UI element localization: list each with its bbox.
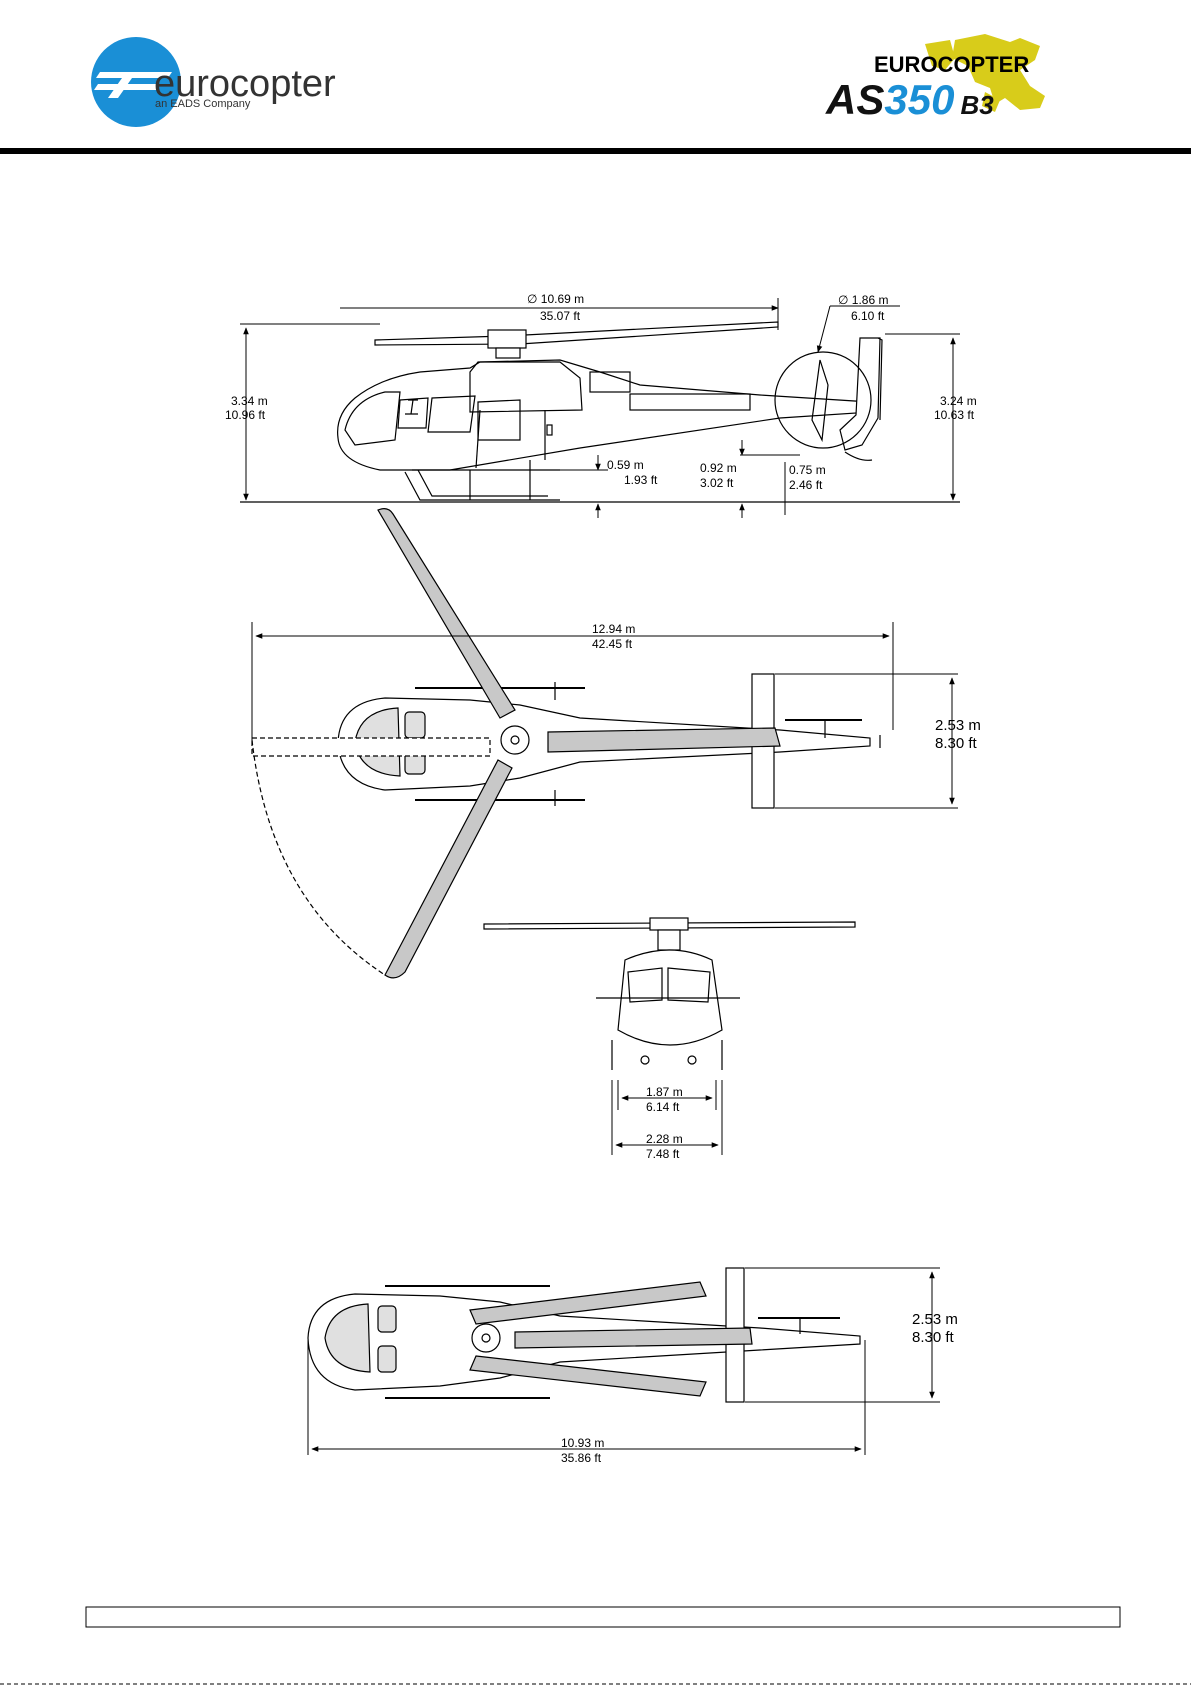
tail-fin (840, 338, 880, 450)
eurocopter-tagline: an EADS Company (155, 98, 251, 110)
footer-box (86, 1607, 1120, 1627)
folded-length-m: 10.93 m (561, 1436, 604, 1450)
side-view (240, 322, 960, 502)
overall-height-ft: 10.96 ft (225, 408, 266, 422)
lower-rotor-blade (385, 760, 512, 978)
tail-boom-clearance-m: 0.92 m (700, 461, 737, 475)
stabilizer-span-ft: 8.30 ft (935, 735, 978, 752)
front-view-labels: 1.87 m 6.14 ft 2.28 m 7.48 ft (646, 1085, 683, 1161)
tail-boom-clearance-ft: 3.02 ft (700, 476, 734, 490)
skid-track-m: 1.87 m (646, 1085, 683, 1099)
product-brand: EUROCOPTER (874, 52, 1029, 77)
tail-rotor-diameter-m: ∅ 1.86 m (838, 293, 888, 307)
main-rotor-blade (375, 322, 778, 345)
fuselage (338, 360, 872, 470)
overall-width-ft: 7.48 ft (646, 1147, 680, 1161)
overall-height-m: 3.34 m (231, 394, 268, 408)
overall-length-ft: 42.45 ft (592, 637, 633, 651)
stabilizer-span-m: 2.53 m (935, 717, 981, 734)
tail-rotor-diameter-ft: 6.10 ft (851, 309, 885, 323)
tail-height-ft: 10.63 ft (934, 408, 975, 422)
front-view (484, 918, 855, 1070)
skid-track-ft: 6.14 ft (646, 1100, 680, 1114)
ground-clearance-ft: 1.93 ft (624, 473, 658, 487)
overall-length-m: 12.94 m (592, 622, 635, 636)
folded-stabilizer-span-ft: 8.30 ft (912, 1329, 955, 1346)
header-rule (0, 148, 1191, 154)
ground-clearance-m: 0.59 m (607, 458, 644, 472)
top-view (252, 509, 880, 978)
eurocopter-logo: eurocopter an EADS Company (91, 37, 336, 127)
folded-stabilizer-span-m: 2.53 m (912, 1311, 958, 1328)
main-rotor-diameter-ft: 35.07 ft (540, 309, 581, 323)
tail-skid-clearance-ft: 2.46 ft (789, 478, 823, 492)
upper-rotor-blade (378, 509, 515, 718)
tail-skid-clearance-m: 0.75 m (789, 463, 826, 477)
folded-length-ft: 35.86 ft (561, 1451, 602, 1465)
folded-blade-middle (515, 1328, 752, 1348)
main-rotor-diameter-m: ∅ 10.69 m (527, 292, 584, 306)
rotor-hub (501, 726, 529, 754)
overall-width-m: 2.28 m (646, 1132, 683, 1146)
tail-height-m: 3.24 m (940, 394, 977, 408)
folded-top-view (308, 1268, 860, 1402)
